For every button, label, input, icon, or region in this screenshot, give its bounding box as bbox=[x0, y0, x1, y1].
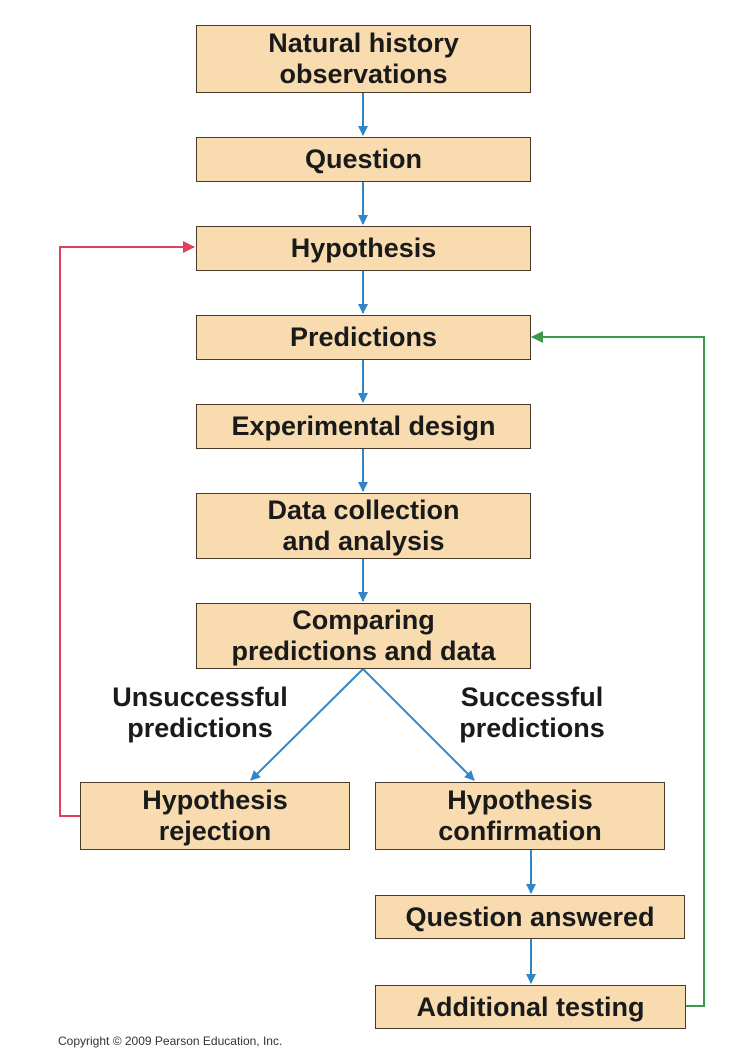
box-hypothesis-confirmation: Hypothesis confirmation bbox=[375, 782, 665, 850]
box-comparing-predictions: Comparing predictions and data bbox=[196, 603, 531, 669]
box-experimental-design: Experimental design bbox=[196, 404, 531, 449]
box-question-answered: Question answered bbox=[375, 895, 685, 939]
box-additional-testing: Additional testing bbox=[375, 985, 686, 1029]
feedback-testing-to-predictions bbox=[531, 331, 705, 1007]
arrow-comparing-to-rejection bbox=[250, 668, 364, 781]
box-data-collection: Data collection and analysis bbox=[196, 493, 531, 559]
label-successful-predictions: Successful predictions bbox=[459, 682, 605, 743]
feedback-rejection-to-hypothesis bbox=[59, 241, 195, 817]
box-hypothesis-rejection: Hypothesis rejection bbox=[80, 782, 350, 850]
box-natural-history-observations: Natural history observations bbox=[196, 25, 531, 93]
box-hypothesis: Hypothesis bbox=[196, 226, 531, 271]
label-unsuccessful-predictions: Unsuccessful predictions bbox=[112, 682, 288, 743]
copyright-notice: Copyright © 2009 Pearson Education, Inc. bbox=[58, 1034, 283, 1048]
arrow-comparing-to-confirmation bbox=[362, 668, 475, 781]
box-question: Question bbox=[196, 137, 531, 182]
box-predictions: Predictions bbox=[196, 315, 531, 360]
